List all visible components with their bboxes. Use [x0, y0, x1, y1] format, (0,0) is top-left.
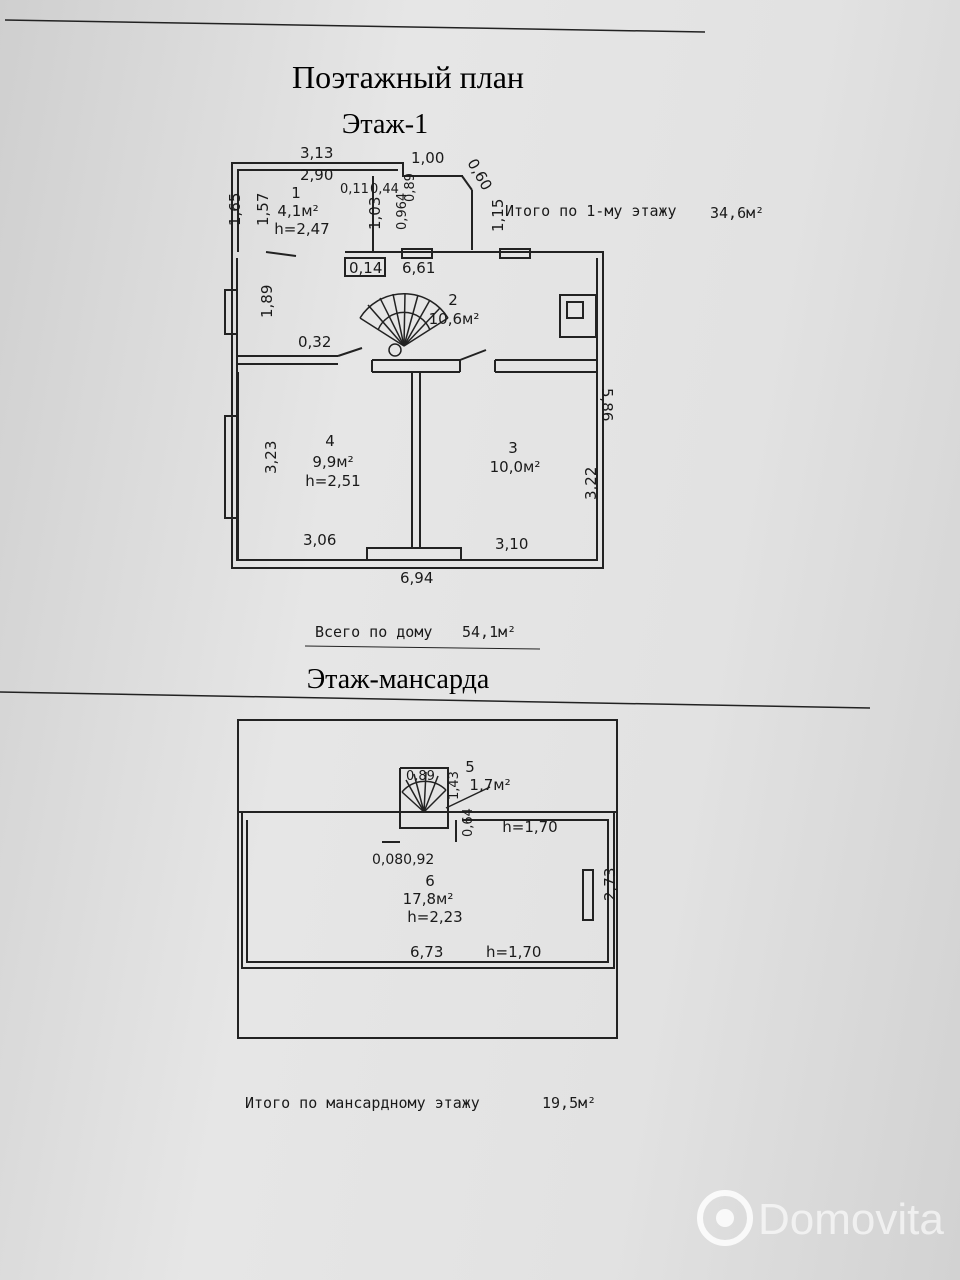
room-1-height: h=2,47	[274, 220, 329, 238]
watermark-text: Domovita	[758, 1195, 944, 1244]
dim-0-14: 0,14	[349, 259, 382, 277]
dim-0-60: 0,60	[463, 156, 495, 194]
attic-dim-2-73: 2,73	[601, 868, 619, 901]
floor1-walls	[224, 162, 604, 569]
dim-1-03: 1,03	[366, 197, 384, 230]
room-5-area: 1,7м²	[469, 776, 510, 794]
floor1-total-label: Итого по 1-му этажу	[505, 202, 677, 220]
dim-0-44: 0,44	[370, 182, 399, 197]
room-3-num: 3	[508, 439, 518, 457]
dim-3-13: 3,13	[300, 144, 333, 162]
top-rule	[4, 19, 706, 33]
room-1-num: 1	[291, 184, 301, 202]
dim-0-32: 0,32	[298, 333, 331, 351]
house-total-area: 54,1м²	[462, 623, 516, 641]
attic-dim-0-89: 0,89	[406, 769, 435, 784]
room-3-area: 10,0м²	[490, 458, 541, 476]
room-6-height: h=2,23	[407, 908, 462, 926]
watermark-logo: Domovita	[697, 1190, 944, 1246]
room-2-num: 2	[448, 291, 458, 309]
dim-1-00: 1,00	[411, 149, 444, 167]
floor1-total-area: 34,6м²	[710, 204, 764, 222]
dim-0-11: 0,11	[340, 182, 369, 197]
attic-stair	[401, 771, 491, 813]
dim-2-90: 2,90	[300, 166, 333, 184]
plan-title: Поэтажный план	[292, 59, 524, 95]
room-5-num: 5	[465, 758, 475, 776]
dim-1-57: 1,57	[254, 193, 272, 226]
dim-3-23: 3,23	[262, 441, 280, 474]
dim-1-15: 1,15	[489, 199, 507, 232]
dim-0-89: 0,89	[403, 173, 418, 202]
attic-dim-6-73: 6,73	[410, 943, 443, 961]
room-4-num: 4	[325, 432, 335, 450]
dim-6-61: 6,61	[402, 259, 435, 277]
room-5-height: h=1,70	[502, 818, 557, 836]
room-6-area: 17,8м²	[403, 890, 454, 908]
dim-1-89: 1,89	[258, 285, 276, 318]
dim-3-10: 3,10	[495, 535, 528, 553]
house-total-underline	[304, 645, 541, 650]
dim-1-65: 1,65	[226, 193, 244, 226]
attic-dim-h170: h=1,70	[486, 943, 541, 961]
attic-total-area: 19,5м²	[542, 1094, 596, 1112]
dim-0-964: 0,964	[395, 193, 410, 230]
room-4-height: h=2,51	[305, 472, 360, 490]
dim-3-06: 3,06	[303, 531, 336, 549]
floor1-stair	[359, 292, 449, 357]
room-4-area: 9,9м²	[312, 453, 353, 471]
attic-dim-0-08-0-92: 0,080,92	[372, 852, 434, 868]
attic-dim-1-43: 1,43	[447, 771, 462, 800]
attic-walls	[237, 719, 618, 1039]
room-6-num: 6	[425, 872, 435, 890]
attic-dim-0-64: 0,64	[461, 808, 476, 837]
room-2-area: 10,6м²	[429, 310, 480, 328]
attic-rule	[0, 691, 871, 709]
attic-total-label: Итого по мансардному этажу	[245, 1094, 480, 1112]
dim-5-86: 5,86	[598, 388, 616, 421]
dim-6-94: 6,94	[400, 569, 433, 587]
room-1-area: 4,1м²	[277, 202, 318, 220]
floor1-heading: Этаж-1	[342, 109, 428, 140]
dim-3-22: 3,22	[582, 467, 600, 500]
attic-heading: Этаж-мансарда	[307, 664, 490, 695]
house-total-label: Всего по дому	[315, 623, 432, 641]
